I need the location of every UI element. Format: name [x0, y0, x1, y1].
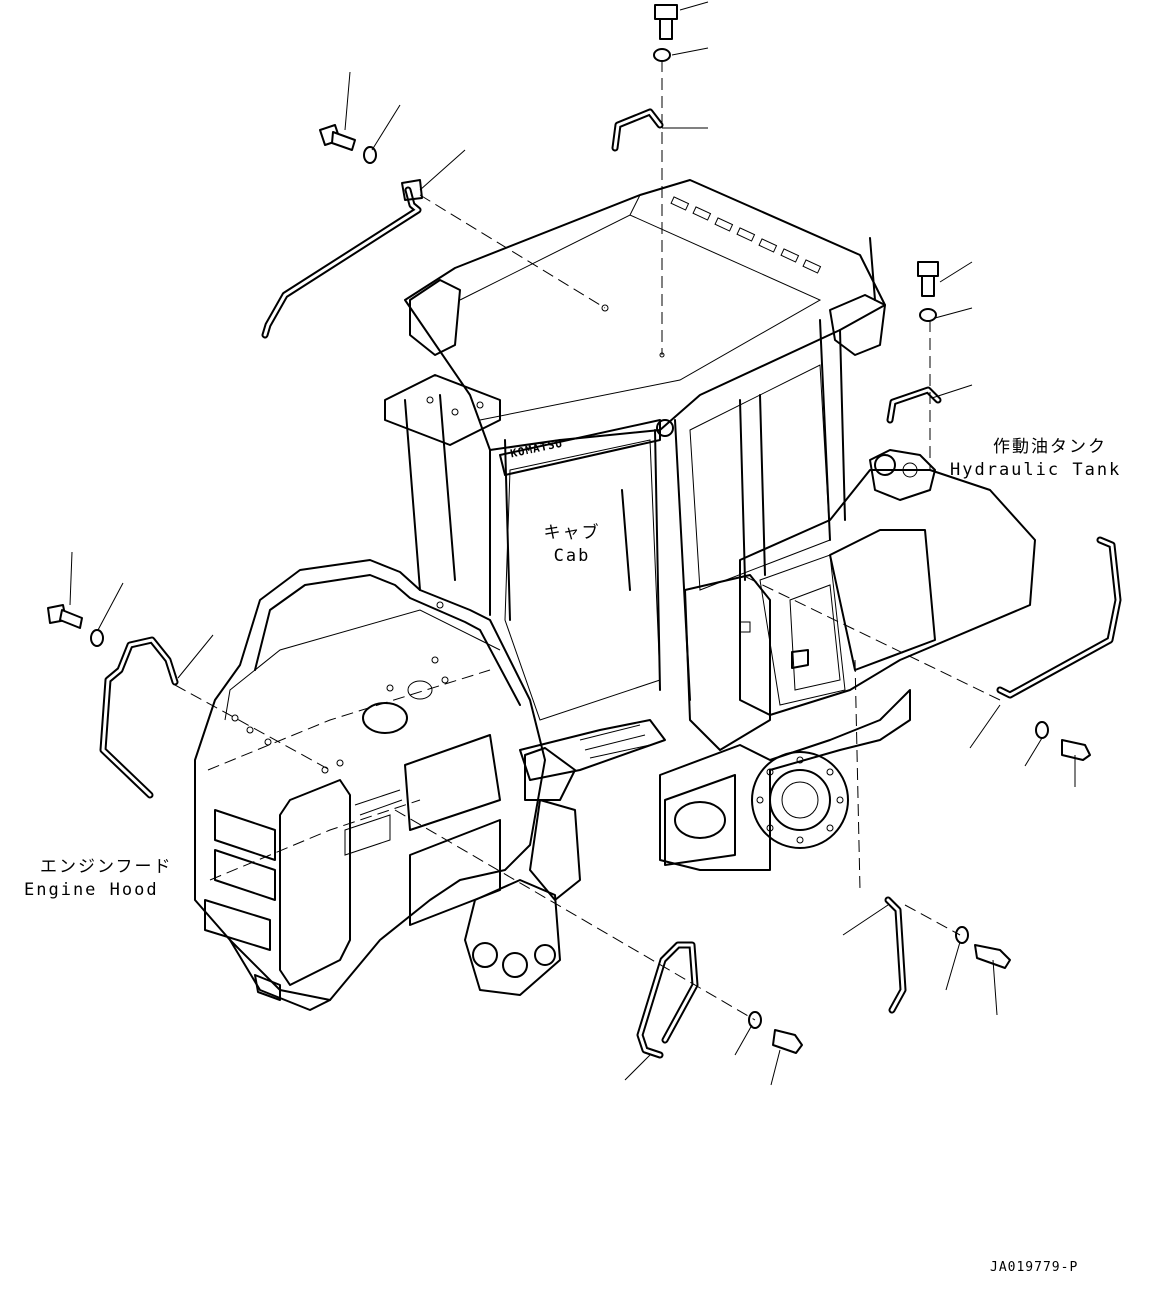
leader-lines [69, 1, 1076, 1086]
handrail-roof-top [611, 108, 664, 152]
handrail-hood-left [99, 636, 179, 799]
roof-mount-point [601, 304, 609, 312]
assembly-center-lines [174, 60, 1001, 1021]
handrail-rear-right [884, 896, 907, 1014]
handrail-roof-right [886, 386, 942, 424]
bolt-rear-right [955, 926, 1011, 969]
handrail-tank-right [996, 536, 1122, 699]
cab-label-jp: キャブ [543, 523, 601, 543]
bolt-tank-right [1035, 721, 1091, 761]
document-id: JA019779-P [990, 1260, 1079, 1275]
handrail-front-lower [636, 941, 699, 1059]
engine-hood [194, 559, 546, 1011]
bolt-hood-left [47, 604, 104, 647]
cab [384, 179, 886, 781]
bolt-front-lower [748, 1011, 803, 1054]
bolt-roof-right [917, 261, 939, 322]
roof-mount-point [659, 352, 665, 358]
front-linkage [464, 747, 581, 996]
hydraulic-tank [659, 449, 1036, 871]
engine-hood-label-en: Engine Hood [24, 880, 159, 900]
engine-hood-label-jp: エンジンフード [40, 857, 173, 877]
bolt-roof-top [653, 4, 678, 62]
cab-label-en: Cab [553, 546, 591, 566]
handrail-roof-left [261, 179, 423, 339]
hydraulic-tank-label-jp: 作動油タンク [993, 437, 1107, 457]
bolt-roof-left [319, 124, 377, 164]
hydraulic-tank-label-en: Hydraulic Tank [950, 460, 1122, 480]
